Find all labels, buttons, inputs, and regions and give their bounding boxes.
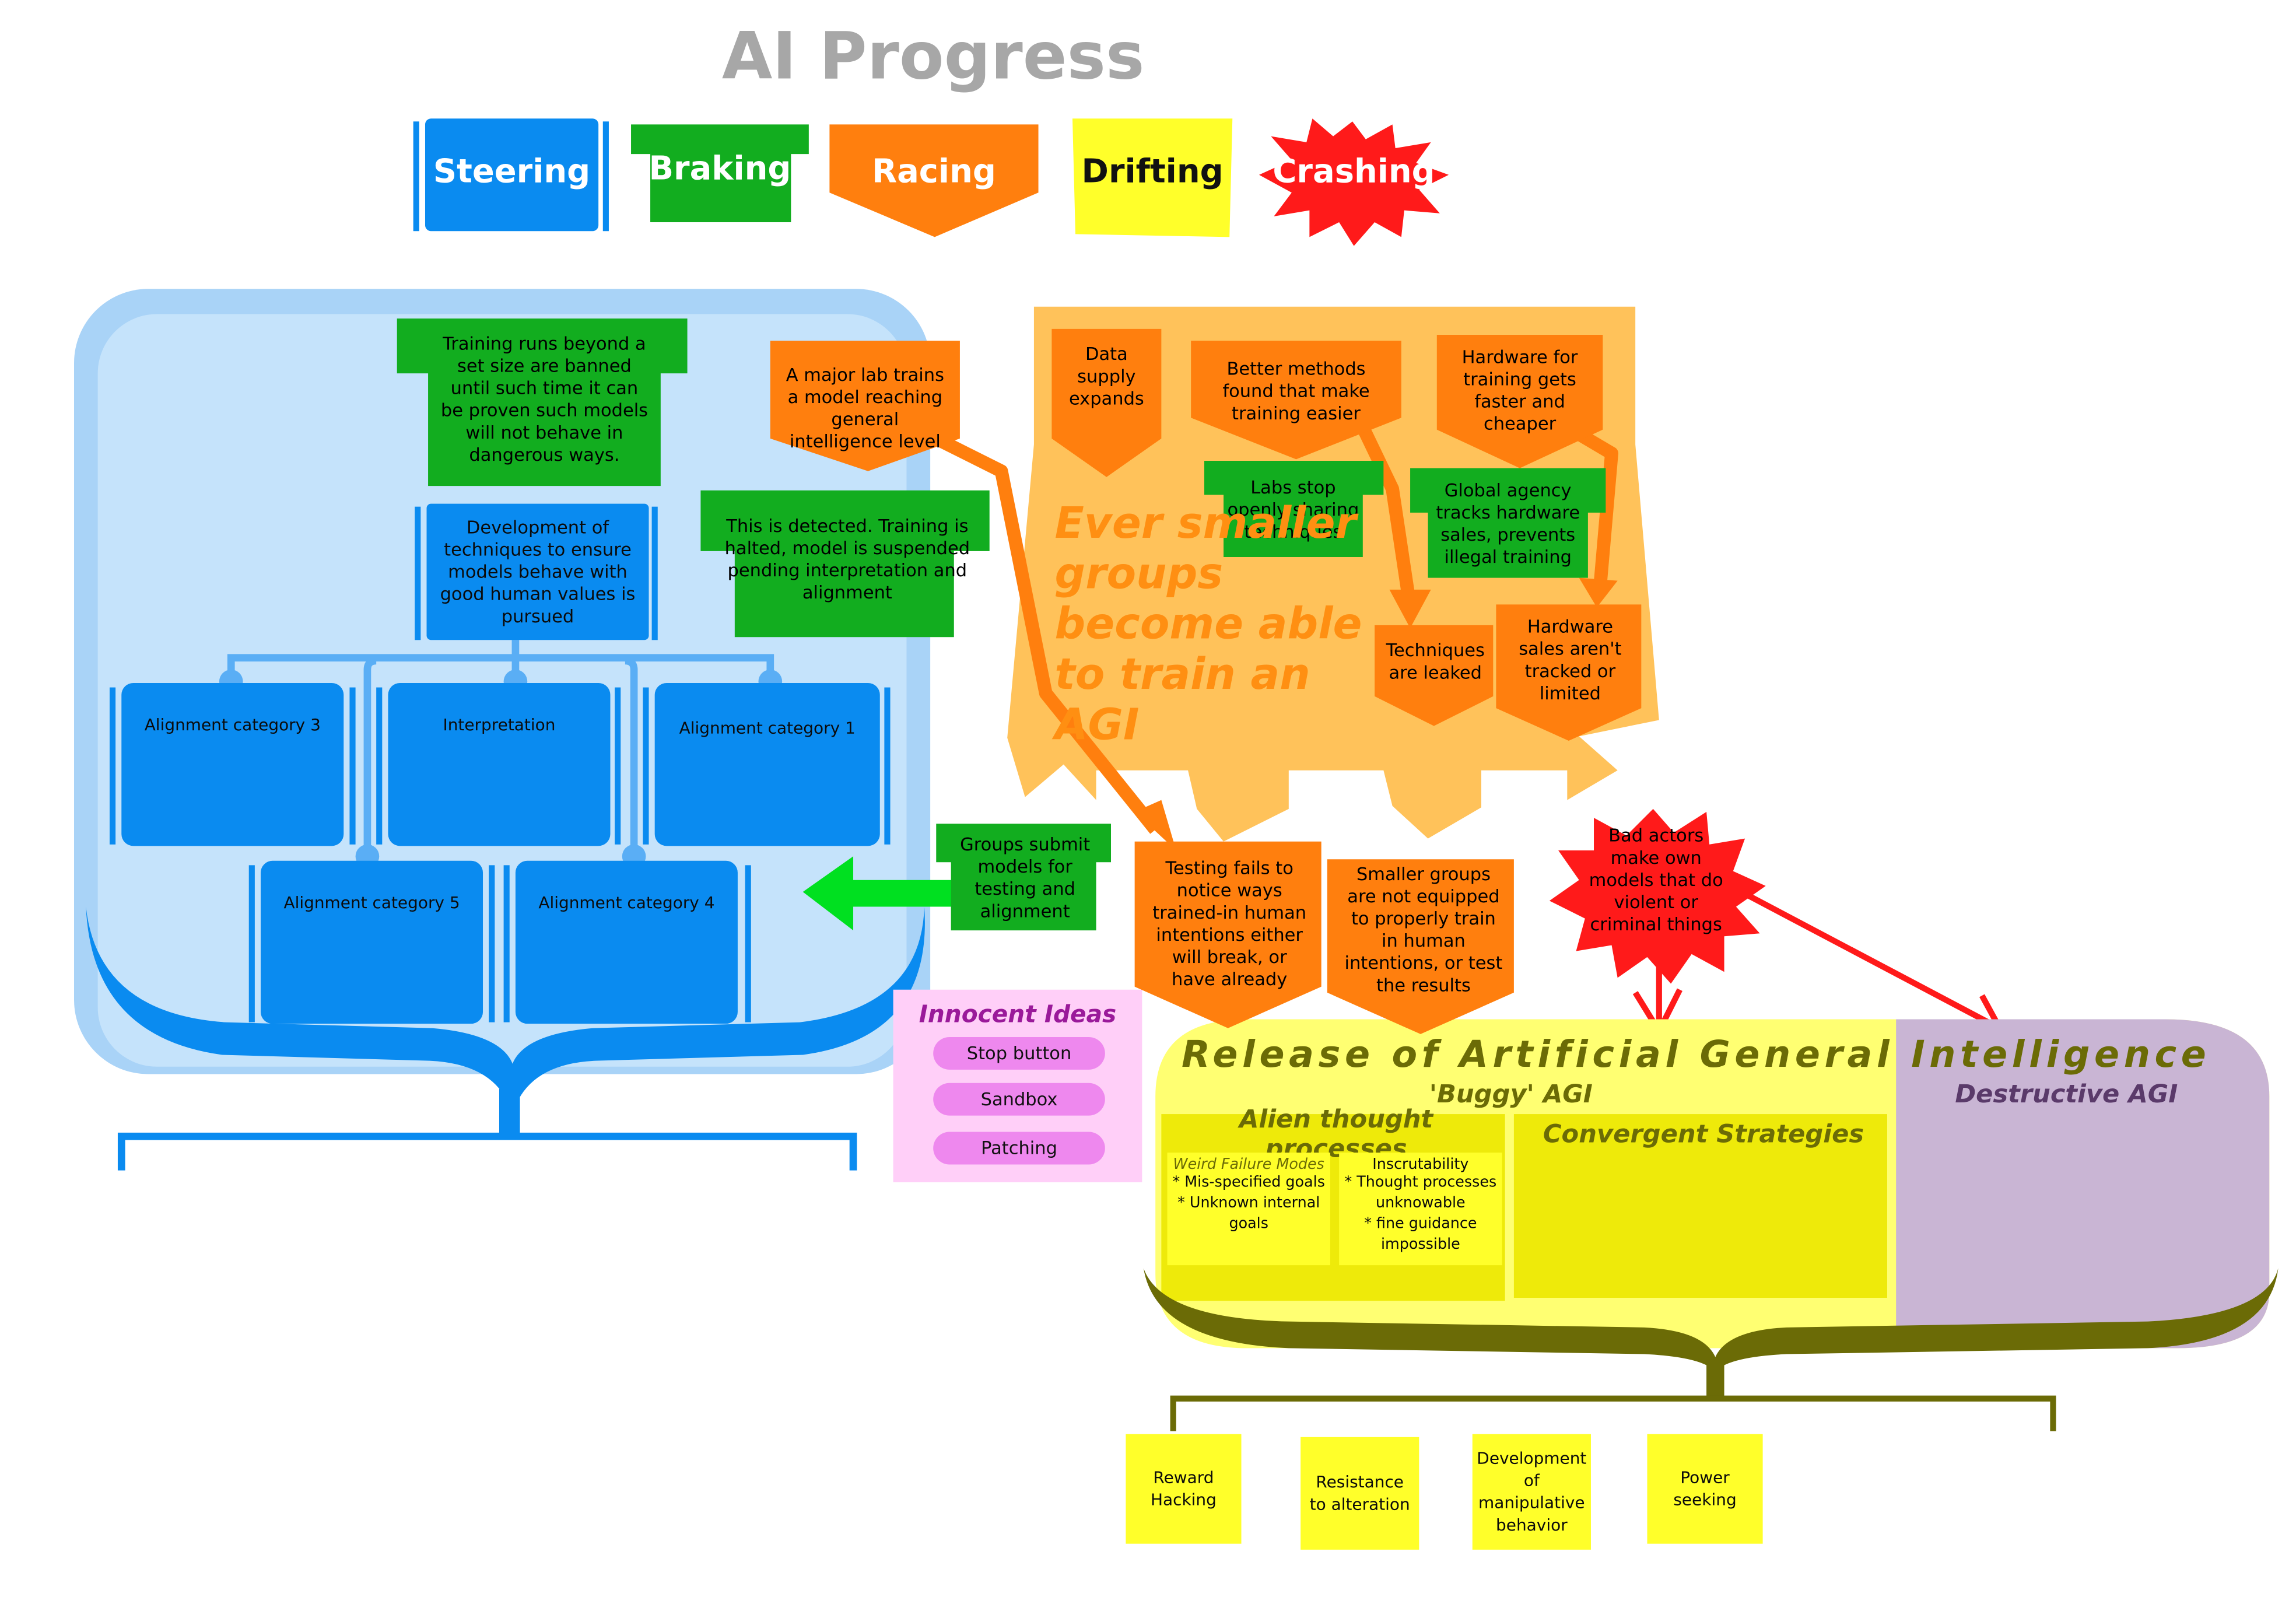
smaller-groups-note: Smaller groups are not equipped to prope…: [1344, 863, 1503, 996]
buggy-agi-label: 'Buggy' AGI: [1429, 1080, 1593, 1110]
inscrutability-body: * Thought processes unknowable * fine gu…: [1344, 1175, 1497, 1253]
destructive-agi-label: Destructive AGI: [1955, 1080, 2178, 1110]
weird-failure-body: * Mis-specified goals * Unknown internal…: [1172, 1175, 1325, 1233]
alignment-category-5-label: Alignment category 5: [283, 893, 460, 913]
green-note-shapes: [397, 318, 1606, 931]
submit-arrow: [802, 856, 956, 931]
resistance-note: Resistance to alteration: [1301, 1437, 1419, 1550]
legend-drifting: Drifting: [1081, 153, 1224, 191]
labs-stop-note: Labs stop openly sharing techniques: [1227, 476, 1359, 542]
alignment-category-5: Alignment category 5: [261, 860, 483, 1024]
innocent-ideas-title: Innocent Ideas: [919, 999, 1117, 1028]
inscrutability-title: Inscrutability: [1372, 1157, 1469, 1174]
legend-shapes: [413, 118, 1449, 246]
patching-pill: Patching: [933, 1132, 1105, 1165]
orange-note-shapes: [770, 328, 1642, 1034]
interpretation-box: Interpretation: [388, 682, 611, 846]
sandbox-pill: Sandbox: [933, 1083, 1105, 1116]
legend-racing: Racing: [872, 153, 996, 191]
flow-arrowheads: [1134, 577, 1618, 850]
bad-actors-note: Bad actors make own models that do viole…: [1589, 824, 1723, 934]
alignment-category-3: Alignment category 3: [121, 682, 344, 846]
hardware-untracked-note: Hardware sales aren't tracked or limited: [1519, 616, 1622, 704]
alignment-category-1-label: Alignment category 1: [679, 718, 856, 738]
testing-fails-note: Testing fails to notice ways trained-in …: [1152, 857, 1307, 990]
training-ban-note: Training runs beyond a set size are bann…: [440, 333, 649, 465]
alignment-category-1: Alignment category 1: [654, 682, 880, 846]
better-methods-note: Better methods found that make training …: [1222, 358, 1370, 423]
alien-thought-title: Alien thought processes: [1239, 1105, 1433, 1165]
weird-failure-title: Weird Failure Modes: [1173, 1157, 1324, 1174]
legend-steering: Steering: [433, 153, 591, 191]
release-container: [1143, 1019, 2279, 1431]
reward-hacking-note: Reward Hacking: [1126, 1434, 1242, 1544]
manipulative-behavior-note: Development of manipulative behavior: [1472, 1434, 1591, 1550]
detected-note: This is detected. Training is halted, mo…: [724, 515, 970, 603]
inscrutability-note: Inscrutability * Thought processes unkno…: [1339, 1153, 1502, 1266]
bad-actors-burst: [1549, 808, 1766, 984]
convergent-strategies-title: Convergent Strategies: [1543, 1120, 1864, 1150]
interpretation-label: Interpretation: [443, 715, 556, 735]
power-seeking-note: Power seeking: [1647, 1434, 1763, 1544]
development-note: Development of techniques to ensure mode…: [426, 503, 649, 640]
weird-failure-note: Weird Failure Modes * Mis-specified goal…: [1167, 1153, 1330, 1266]
global-agency-note: Global agency tracks hardware sales, pre…: [1436, 479, 1580, 568]
hardware-cheaper-note: Hardware for training gets faster and ch…: [1461, 346, 1578, 435]
steering-connectors: [227, 640, 774, 857]
alignment-category-4: Alignment category 4: [515, 860, 738, 1024]
techniques-leaked-note: Techniques are leaked: [1386, 640, 1485, 683]
ever-smaller-text: Ever smaller groups become able to train…: [1054, 498, 1362, 750]
legend-crashing: Crashing: [1273, 153, 1435, 191]
alignment-category-4-label: Alignment category 4: [538, 893, 715, 913]
stop-button-pill: Stop button: [933, 1037, 1105, 1070]
release-title: Release of Artificial General Intelligen…: [1182, 1032, 2211, 1075]
groups-submit-note: Groups submit models for testing and ali…: [960, 834, 1091, 922]
data-supply-note: Data supply expands: [1068, 343, 1144, 408]
page-title: AI Progress: [721, 18, 1145, 94]
major-lab-note: A major lab trains a model reaching gene…: [786, 364, 944, 452]
legend-braking: Braking: [649, 150, 791, 188]
alignment-category-3-label: Alignment category 3: [144, 715, 321, 735]
category-side-bars: [109, 506, 891, 1022]
